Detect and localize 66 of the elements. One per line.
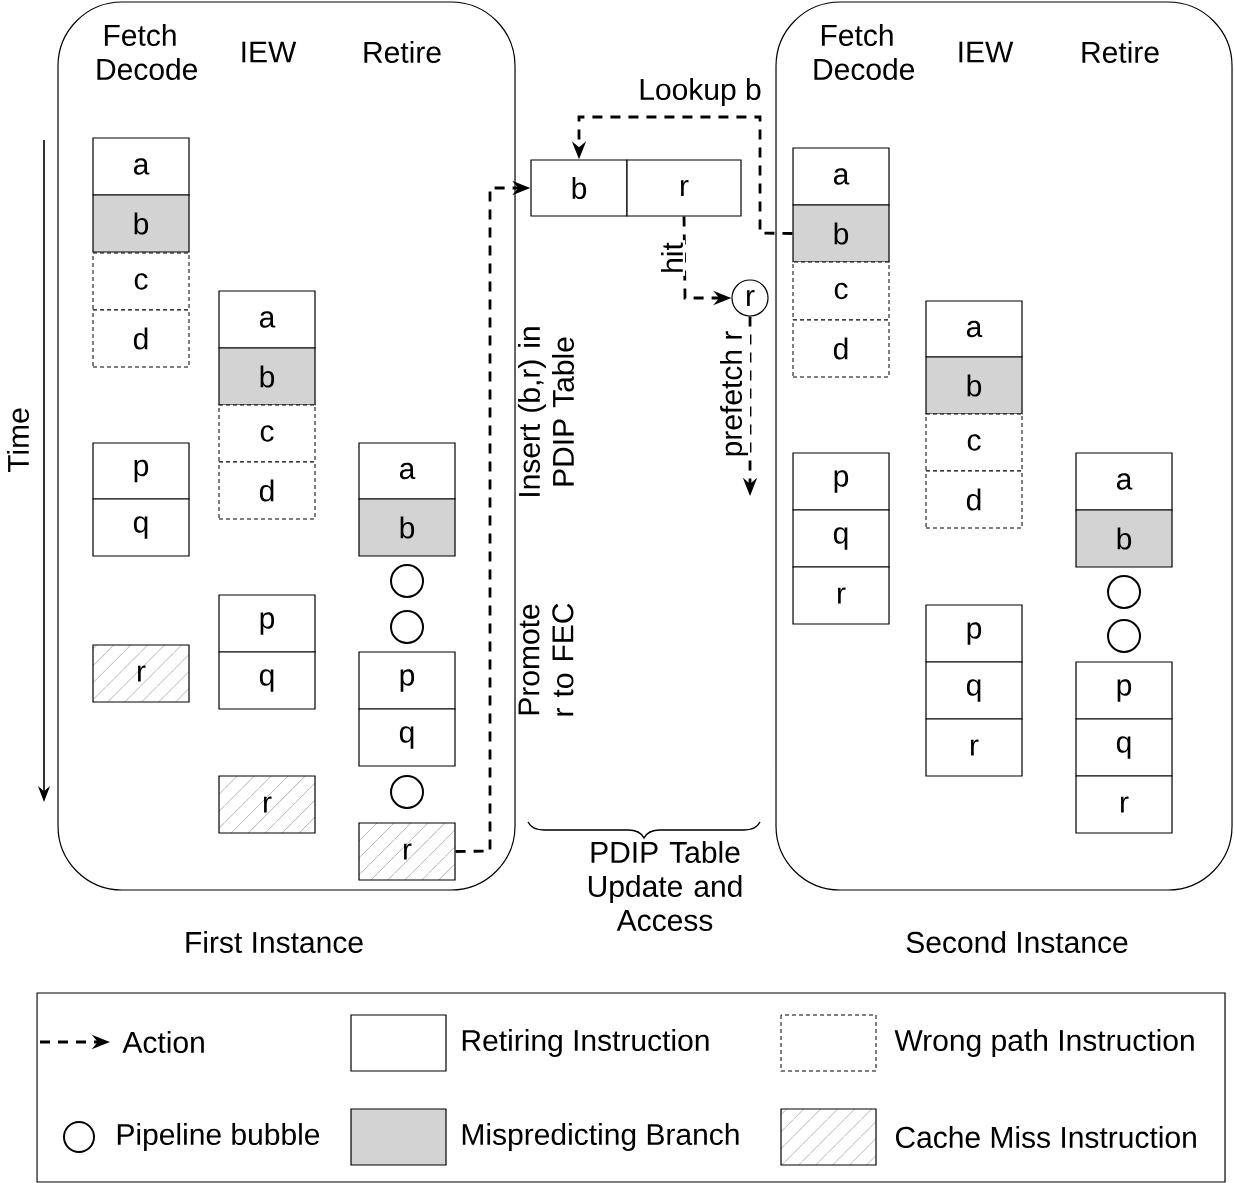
instruction-box: a — [1075, 452, 1173, 511]
branch-box: b — [1075, 509, 1173, 568]
bubble-circle — [1107, 619, 1141, 653]
instruction-box: b — [530, 159, 628, 217]
edge-label: hit — [659, 240, 685, 276]
column-heading: IEW — [242, 41, 297, 63]
legend-label: Wrong path Instruction — [894, 1029, 1194, 1057]
action-label: Insert (b,r) in PDIP Table — [518, 327, 574, 496]
legend-label: Cache Miss Instruction — [895, 1126, 1196, 1148]
column-heading: Retire — [1082, 41, 1159, 63]
branch-box: b — [792, 204, 890, 263]
brace-label: PDIP Table Update and Access — [588, 841, 742, 931]
branch-box: b — [358, 498, 456, 557]
instruction-box: c — [792, 261, 890, 321]
cache-miss-box: r — [358, 822, 456, 881]
legend-label: Mispredicting Branch — [462, 1123, 739, 1151]
instruction-box: a — [792, 147, 890, 206]
axis-label: Time — [7, 408, 29, 473]
edge-label: Lookup b — [636, 76, 764, 108]
instruction-box: p — [358, 651, 456, 710]
instance-label: Second Instance — [906, 931, 1128, 953]
instruction-box: r — [925, 718, 1023, 777]
instance-label: First Instance — [186, 931, 363, 953]
instruction-box: r — [626, 159, 742, 217]
instruction-box: r — [1075, 775, 1173, 834]
cache-miss-box: r — [92, 644, 190, 703]
column-heading: IEW — [959, 41, 1014, 63]
instruction-box: d — [792, 319, 890, 378]
instruction-box: q — [925, 661, 1023, 720]
branch-box: b — [218, 347, 316, 406]
instruction-box: d — [925, 470, 1023, 529]
edge-label: prefetch r — [718, 328, 750, 460]
legend-label: Retiring Instruction — [462, 1029, 709, 1057]
instruction-box: r — [792, 566, 890, 625]
bubble-circle — [390, 610, 424, 644]
instruction-box: p — [92, 442, 190, 500]
legend-label: Pipeline bubble — [117, 1123, 320, 1151]
action-label: Promote r to FEC — [518, 603, 574, 716]
instruction-box: c — [218, 404, 316, 463]
cache-miss-box: r — [218, 775, 316, 834]
instruction-box: p — [792, 452, 890, 511]
instruction-box: p — [925, 604, 1023, 663]
instruction-box: a — [218, 290, 316, 349]
instruction-box: d — [92, 309, 190, 368]
instruction-box: q — [1075, 718, 1173, 777]
branch-box: b — [92, 194, 190, 253]
instruction-box: q — [218, 651, 316, 710]
column-heading: Fetch Decode — [97, 24, 198, 80]
bubble-circle — [390, 775, 424, 809]
instruction-box: q — [358, 708, 456, 767]
bubble-circle — [390, 564, 424, 598]
instruction-box: c — [925, 413, 1023, 472]
instruction-box: d — [218, 461, 316, 520]
instruction-box: q — [92, 498, 190, 557]
instruction-box: c — [92, 252, 190, 311]
instruction-box: p — [218, 594, 316, 653]
instruction-box: a — [92, 137, 190, 196]
instruction-box: a — [925, 300, 1023, 358]
column-heading: Fetch Decode — [814, 24, 915, 80]
branch-box: b — [925, 356, 1023, 415]
instruction-box: a — [358, 442, 456, 500]
legend-label: Action — [122, 1031, 204, 1053]
instruction-box: q — [792, 509, 890, 568]
instruction-box: p — [1075, 661, 1173, 720]
column-heading: Retire — [364, 41, 441, 63]
bubble-circle — [1107, 575, 1141, 609]
